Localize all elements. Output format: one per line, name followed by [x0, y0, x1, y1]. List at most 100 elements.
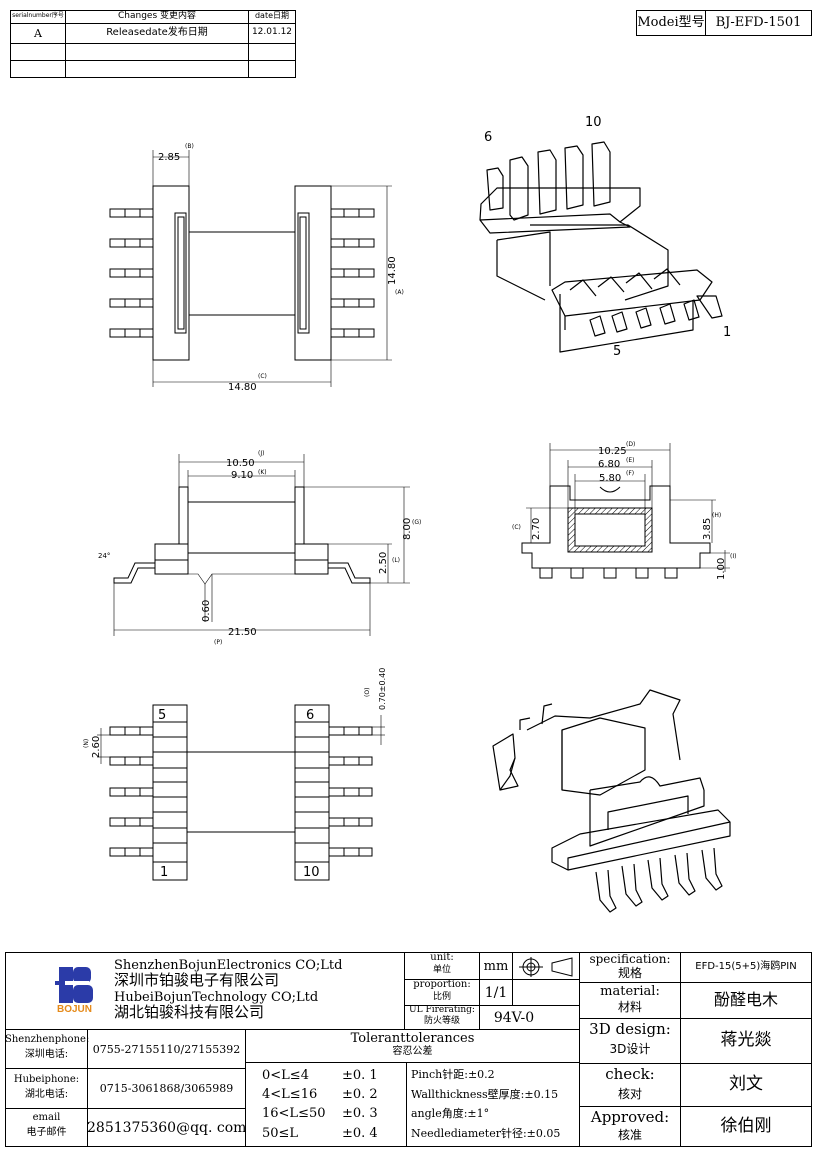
- dim-front-h-tag: (H): [712, 512, 721, 519]
- approved-label-cn: 核准: [617, 1128, 642, 1142]
- contact-label-email: email: [32, 1112, 61, 1123]
- material-label-cn: 材料: [617, 1000, 642, 1014]
- spec-label: specification:: [589, 952, 671, 966]
- bottom-pin-5: 5: [158, 708, 166, 723]
- spec-label-cn: 规格: [617, 966, 642, 980]
- projection-symbol-icon: [514, 956, 578, 978]
- dim-side-bottom: 0.60: [201, 600, 212, 622]
- dim-side-p-tag: (P): [214, 639, 222, 646]
- company-en-1: ShenzhenBojunElectronics CO;Ltd: [114, 958, 343, 973]
- material-value: 酚醛电木: [713, 990, 778, 1009]
- dim-bottom-pitch: 2.60: [91, 736, 102, 758]
- dim-front-c: 2.70: [531, 518, 542, 540]
- header-changes: Changes 变更内容: [117, 11, 196, 21]
- unit-label-cn: 单位: [432, 965, 451, 975]
- bottom-pin-10: 10: [303, 865, 320, 880]
- front-view: [521, 443, 730, 579]
- dim-front-c-tag: (C): [512, 524, 521, 531]
- bottom-pin-6: 6: [306, 708, 314, 723]
- proportion-label: proportion:: [413, 979, 471, 990]
- dim-front-e-tag: (E): [626, 457, 634, 464]
- tolerance-note: Pinch针距:±0.2: [411, 1068, 495, 1081]
- dim-side-l-tag: (L): [392, 557, 400, 564]
- company-cn-1: 深圳市铂骏电子有限公司: [114, 971, 280, 989]
- row-changes: Releasedate发布日期: [106, 27, 208, 38]
- bottom-pin-1: 1: [160, 865, 168, 880]
- dim-side-j-tag: (J): [258, 450, 264, 457]
- tolerance-note: Wallthickness壁厚度:±0.15: [411, 1088, 559, 1101]
- logo-text: BOJUN: [57, 1004, 93, 1015]
- dim-top-b: 2.85: [158, 152, 180, 163]
- tolerance-range: 50≤L: [262, 1126, 299, 1141]
- dim-front-h: 3.85: [702, 518, 713, 540]
- spec-value: EFD-15(5+5)海鸥PIN: [695, 961, 797, 972]
- dim-top-c: 14.80: [228, 382, 257, 393]
- iso-top-pin-5: 5: [613, 344, 621, 359]
- material-label: material:: [600, 984, 660, 999]
- dim-bottom-pitch-tag: (N): [83, 739, 90, 748]
- dim-side-angle: 24°: [98, 552, 110, 560]
- dim-front-i: 1.00: [716, 558, 727, 580]
- contact-label-cn-email: 电子邮件: [26, 1127, 67, 1138]
- tolerance-value: ±0. 2: [342, 1087, 378, 1102]
- model-label: Modei型号: [637, 15, 705, 30]
- fire-label-cn: 防火等级: [423, 1016, 460, 1026]
- tolerance-note: angle角度:±1°: [411, 1107, 490, 1120]
- side-view: [113, 454, 410, 636]
- contact-label-cn-hubei: 湖北电话:: [24, 1089, 69, 1100]
- tolerance-value: ±0. 4: [342, 1126, 378, 1141]
- header-date: date日期: [254, 11, 290, 20]
- dim-front-d: 10.25: [598, 446, 627, 457]
- check-label-cn: 核对: [617, 1087, 642, 1101]
- unit-value: mm: [483, 959, 509, 974]
- model-value: BJ-EFD-1501: [715, 15, 802, 30]
- tolerance-range: 4<L≤16: [262, 1087, 318, 1102]
- dim-side-g: 8.00: [402, 518, 413, 540]
- dim-top-c-tag: (C): [258, 373, 267, 380]
- tolerance-range: 16<L≤50: [262, 1106, 326, 1121]
- row-date: 12.01.12: [251, 27, 293, 37]
- row-serial: A: [34, 27, 42, 40]
- contact-label-cn-shenzhen: 深圳电话:: [24, 1049, 69, 1060]
- approved-value: 徐伯刚: [720, 1116, 772, 1136]
- iso-top-pin-6: 6: [484, 130, 492, 145]
- contact-label-hubei: Hubeiphone:: [13, 1074, 80, 1085]
- dim-side-j: 10.50: [226, 458, 255, 469]
- iso-top-pin-10: 10: [585, 115, 602, 130]
- tolerance-range: 0<L≤4: [262, 1068, 309, 1083]
- design-label: 3D design:: [589, 1020, 671, 1038]
- proportion-value: 1/1: [484, 985, 508, 1001]
- dim-front-i-tag: (I): [730, 553, 736, 560]
- dim-side-g-tag: (G): [412, 519, 421, 526]
- tolerances-title: Toleranttolerances: [350, 1031, 475, 1046]
- dim-top-a-tag: (A): [395, 289, 404, 296]
- dim-side-k: 9.10: [231, 470, 253, 481]
- dim-front-f-tag: (F): [626, 470, 634, 477]
- company-en-2: HubeiBojunTechnology CO;Ltd: [114, 990, 319, 1005]
- check-value: 刘文: [729, 1074, 763, 1094]
- fire-value: 94V-0: [493, 1010, 535, 1026]
- company-cn-2: 湖北铂骏科技有限公司: [114, 1003, 265, 1021]
- check-label: check:: [605, 1065, 655, 1083]
- proportion-label-cn: 比例: [432, 992, 451, 1002]
- contact-value-shenzhen: 0755-27155110/27155392: [92, 1043, 241, 1056]
- iso-top-pin-1: 1: [723, 325, 731, 340]
- iso-top-view: [479, 141, 723, 353]
- design-label-cn: 3D设计: [609, 1042, 651, 1056]
- bottom-view: [97, 704, 385, 881]
- tolerance-note: Needlediameter针径:±0.05: [411, 1127, 561, 1140]
- dim-front-e: 6.80: [598, 459, 620, 470]
- approved-label: Approved:: [590, 1108, 670, 1126]
- company-logo: [55, 963, 99, 1015]
- tolerance-value: ±0. 1: [342, 1068, 378, 1083]
- contact-value-hubei: 0715-3061868/3065989: [99, 1082, 234, 1095]
- iso-bottom-view: [492, 689, 731, 913]
- dim-side-k-tag: (K): [258, 469, 267, 476]
- tolerances-title-cn: 容忍公差: [392, 1046, 433, 1057]
- top-view: [109, 150, 392, 387]
- fire-label: UL Firerating:: [409, 1005, 475, 1015]
- tolerance-value: ±0. 3: [342, 1106, 378, 1121]
- dim-front-d-tag: (D): [626, 441, 635, 448]
- drawing-sheet: 2.85 (B) 14.80 (A) 14.80 (C) 6 10 1 5: [83, 115, 736, 913]
- dim-top-a: 14.80: [387, 256, 398, 285]
